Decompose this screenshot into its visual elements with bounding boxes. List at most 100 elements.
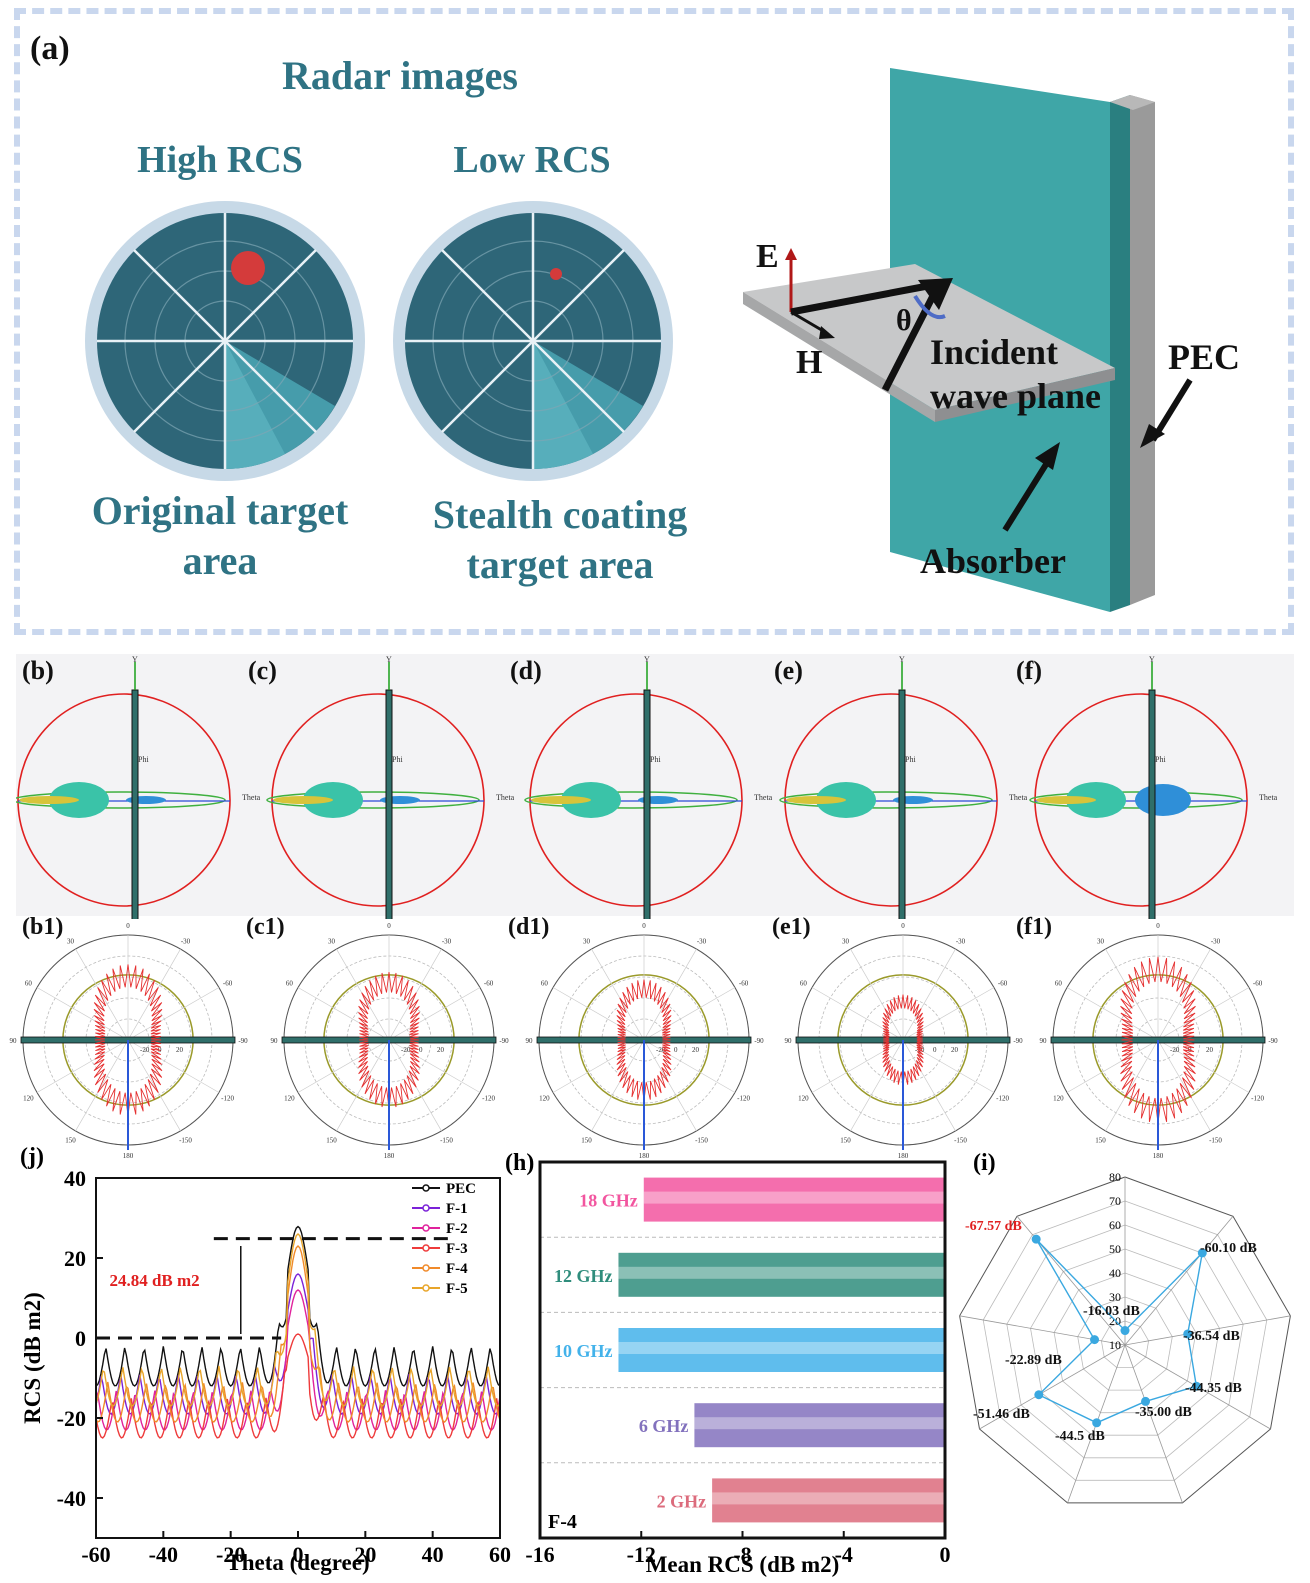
polar-angle-tick: 150 bbox=[326, 1137, 337, 1145]
sim-green-ellipse bbox=[1029, 791, 1243, 809]
chart-h-bar-highlight bbox=[694, 1417, 945, 1430]
chart-j-legend-marker bbox=[422, 1184, 430, 1192]
sim-y-label: Y bbox=[386, 655, 392, 664]
polar-angle-tick: -30 bbox=[956, 937, 966, 945]
polar-spoke bbox=[127, 987, 220, 1041]
polar-angle-tick: 30 bbox=[67, 937, 75, 945]
chart-j-legend-label: F-5 bbox=[446, 1281, 468, 1297]
sim-lobe-side bbox=[1036, 796, 1096, 804]
chart-j-xtick-label: 0 bbox=[293, 1542, 304, 1567]
polar-spoke bbox=[902, 1039, 995, 1093]
chart-j-legend-label: F-4 bbox=[446, 1261, 468, 1277]
chart-j-legend-marker bbox=[422, 1224, 430, 1232]
polar-angle-tick: -90 bbox=[1268, 1037, 1278, 1045]
polar-angle-tick: 90 bbox=[10, 1037, 18, 1045]
sim-y-label: Y bbox=[899, 655, 905, 664]
chart-i-grid-ring bbox=[1030, 1248, 1220, 1436]
polar-spoke bbox=[643, 948, 697, 1041]
polar-angle-tick: 120 bbox=[284, 1095, 295, 1103]
chart-h-xtick-label: -16 bbox=[525, 1542, 554, 1567]
polar-spoke bbox=[36, 987, 129, 1041]
chart-i-annotation: -44.35 dB bbox=[1185, 1381, 1242, 1396]
chart-j-xtick-label: 20 bbox=[354, 1542, 376, 1567]
chart-i-rtick-label: 30 bbox=[1109, 1290, 1121, 1304]
pec-label: PEC bbox=[1168, 337, 1240, 377]
polar-spoke bbox=[1066, 1039, 1159, 1093]
polar-angle-tick: 90 bbox=[526, 1037, 534, 1045]
panel-c-label: (c) bbox=[248, 656, 277, 685]
chart-h-category-label: 6 GHz bbox=[639, 1416, 689, 1436]
target-blip-large bbox=[231, 251, 265, 285]
chart-j-series-pec bbox=[95, 1225, 501, 1387]
polar-angle-tick: 60 bbox=[541, 980, 549, 988]
chart-i-annotation: -51.46 dB bbox=[973, 1407, 1030, 1422]
sim-far-field-circle bbox=[784, 693, 998, 907]
polar-angle-tick: 0 bbox=[387, 922, 391, 930]
polar-spoke bbox=[297, 1039, 390, 1093]
chart-i-grid-ring bbox=[959, 1176, 1291, 1504]
polar-radius-tick: -20 bbox=[1170, 1046, 1180, 1054]
polar-radius-tick: 0 bbox=[933, 1046, 937, 1054]
polar-angle-tick: 180 bbox=[898, 1152, 909, 1158]
polar-angle-tick: -60 bbox=[1253, 980, 1263, 988]
polar-angle-tick: 120 bbox=[798, 1095, 809, 1103]
radar-images-title: Radar images bbox=[282, 53, 518, 98]
polar-spoke bbox=[811, 1039, 904, 1093]
sim-slab bbox=[643, 689, 651, 919]
chart-j-legend-marker bbox=[422, 1204, 430, 1212]
chart-h-bar bbox=[643, 1177, 945, 1222]
polar-radius-tick: -20 bbox=[401, 1046, 411, 1054]
absorber-label: Absorber bbox=[920, 541, 1066, 581]
chart-h-category-label: 10 GHz bbox=[554, 1341, 613, 1361]
chart-h-bar bbox=[618, 1328, 945, 1372]
chart-i-series-line bbox=[1035, 1238, 1204, 1424]
polar-angle-tick: -120 bbox=[482, 1095, 495, 1103]
polar-angle-tick: -30 bbox=[181, 937, 191, 945]
panel-a-label: (a) bbox=[30, 30, 70, 67]
polar-angle-tick: 30 bbox=[328, 937, 336, 945]
sim-lobe-side bbox=[786, 796, 846, 804]
chart-i-rtick-label: 40 bbox=[1109, 1266, 1121, 1280]
sim-y-label: Y bbox=[1149, 655, 1155, 664]
polar-angle-tick: 180 bbox=[1153, 1152, 1164, 1158]
polar-angle-tick: 0 bbox=[1156, 922, 1160, 930]
chart-i-annotation: -35.00 dB bbox=[1135, 1405, 1192, 1420]
polar-angle-tick: -60 bbox=[484, 980, 494, 988]
polar-angle-tick: -90 bbox=[499, 1037, 509, 1045]
chart-h-bar bbox=[618, 1252, 945, 1297]
chart-j-xtick-label: 40 bbox=[422, 1542, 444, 1567]
chart-h-bar-highlight bbox=[643, 1191, 945, 1204]
polar-spoke bbox=[850, 948, 904, 1041]
chart-i-annotation: -44.5 dB bbox=[1055, 1429, 1105, 1444]
panel-c1-label: (c1) bbox=[246, 914, 285, 940]
polar-spoke bbox=[1066, 987, 1159, 1041]
polar-spoke bbox=[297, 987, 390, 1041]
chart-j-frame bbox=[95, 1177, 501, 1539]
chart-h-category-label: 2 GHz bbox=[657, 1491, 707, 1511]
sim-far-field-circle bbox=[529, 693, 743, 907]
h-field-label: H bbox=[796, 344, 823, 381]
chart-j-series-f-3 bbox=[95, 1333, 501, 1439]
chart-j-annotation: 24.84 dB m2 bbox=[109, 1271, 199, 1290]
polar-angle-tick: 60 bbox=[1055, 980, 1063, 988]
polar-angle-tick: 150 bbox=[840, 1137, 851, 1145]
chart-i-rtick-label: 60 bbox=[1109, 1218, 1121, 1232]
low-rcs-label: Low RCS bbox=[453, 139, 611, 181]
polar-spoke bbox=[643, 1039, 736, 1093]
polar-radius-tick: 20 bbox=[176, 1046, 184, 1054]
chart-i-grid-ring bbox=[982, 1200, 1268, 1481]
polar-spoke bbox=[591, 1039, 645, 1132]
chart-i-point bbox=[1183, 1329, 1193, 1339]
polar-radius-tick: 20 bbox=[437, 1046, 445, 1054]
chart-h-xtick-label: -12 bbox=[627, 1542, 656, 1567]
polar-angle-tick: -90 bbox=[754, 1037, 764, 1045]
polar-spoke bbox=[1157, 987, 1250, 1041]
polar-angle-tick: 60 bbox=[800, 980, 808, 988]
polar-radius-tick: -20 bbox=[140, 1046, 150, 1054]
chart-i-grid-ring bbox=[1100, 1320, 1150, 1368]
